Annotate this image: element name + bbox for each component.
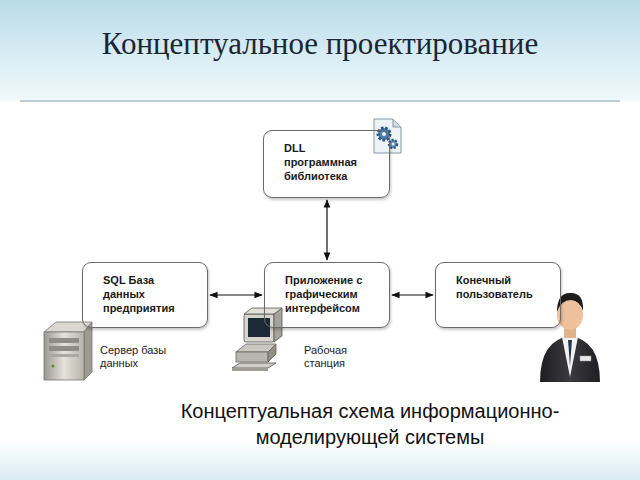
- box-text: DLL программная библиотека: [284, 141, 377, 183]
- process-box: DLL программная библиотека: [263, 130, 390, 198]
- slide-title: Концептуальное проектирование: [0, 26, 640, 62]
- box-text: SQL База данных предприятия: [103, 273, 195, 315]
- connector-arrow: [326, 200, 327, 260]
- box-text: Приложение с графическим интерфейсом: [285, 273, 377, 315]
- rule-line: [20, 101, 620, 102]
- icon-label: Рабочая станция: [304, 344, 374, 370]
- box-text: Конечный пользователь: [456, 273, 548, 301]
- process-box: Приложение с графическим интерфейсом: [264, 262, 390, 328]
- icon-label: Сервер базы данных: [100, 344, 178, 370]
- workstation-icon: [232, 308, 282, 371]
- server-icon: [44, 322, 92, 380]
- connector-arrow: [210, 294, 262, 295]
- process-box: SQL База данных предприятия: [82, 262, 208, 328]
- user-icon: [540, 293, 600, 382]
- diagram-caption: Концептуальная схема информационно-модел…: [150, 398, 590, 450]
- library-icon: [374, 119, 401, 153]
- connector-arrow: [392, 294, 433, 295]
- process-box: Конечный пользователь: [435, 262, 561, 328]
- diagram-panel: [40, 110, 612, 385]
